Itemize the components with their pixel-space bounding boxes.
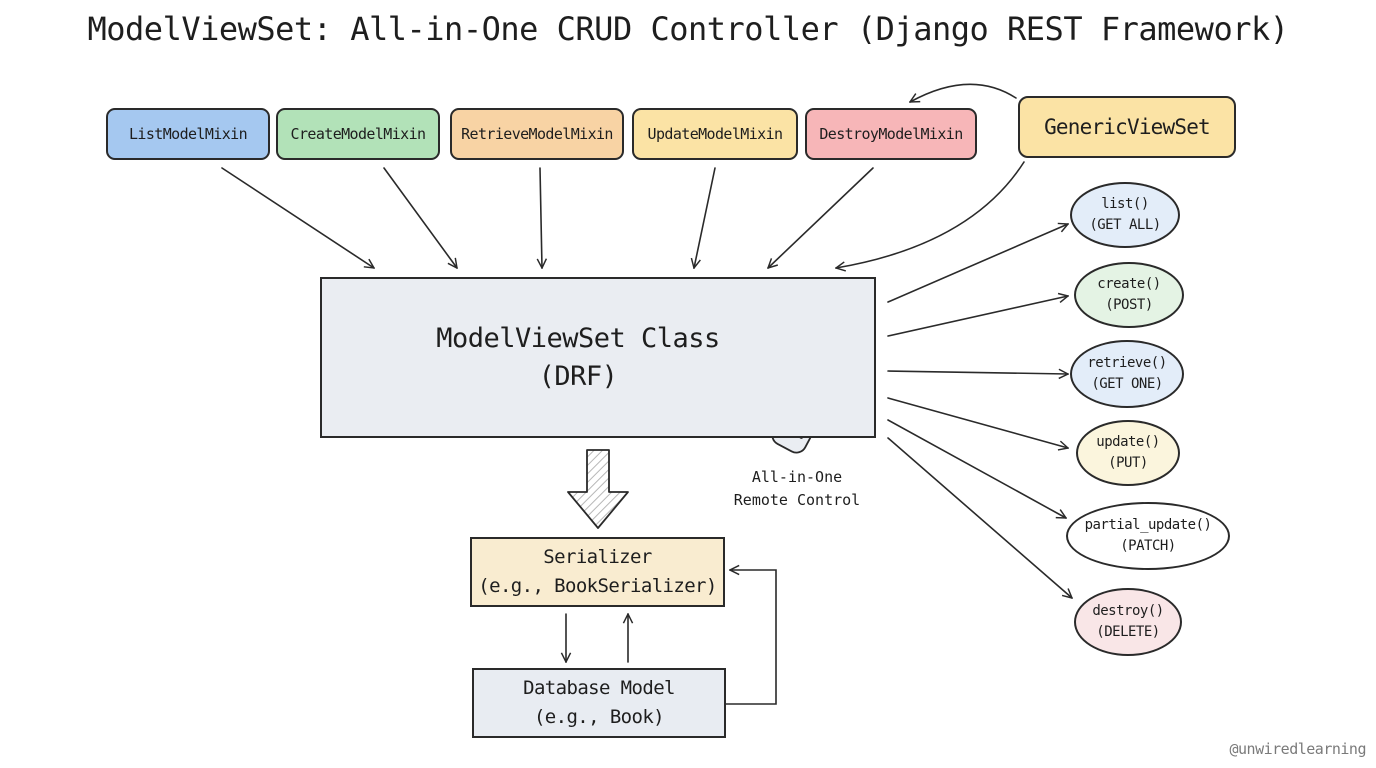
- arrow-to-retrieve: [887, 371, 1068, 374]
- arrow-genericviewset-to-viewset: [836, 161, 1025, 268]
- big-down-arrow: [567, 449, 629, 529]
- arrow-to-list: [887, 224, 1068, 303]
- modelviewset-class-subtitle: (DRF): [538, 360, 618, 392]
- arrow-create-mixin: [383, 167, 457, 268]
- generic-viewset-box: GenericViewSet: [1018, 96, 1236, 158]
- modelviewset-class-title: ModelViewSet Class: [436, 322, 720, 354]
- update-model-mixin-box: UpdateModelMixin: [632, 108, 798, 160]
- remote-control-caption: All-in-One Remote Control: [712, 466, 882, 512]
- method-destroy-name: destroy(): [1092, 603, 1164, 619]
- arrow-model-loop-to-serializer: [725, 570, 777, 705]
- method-partial-update: partial_update() (PATCH): [1066, 502, 1230, 570]
- method-create-name: create(): [1097, 276, 1161, 292]
- destroy-model-mixin-label: DestroyModelMixin: [819, 125, 963, 143]
- arrow-destroy-mixin: [768, 167, 874, 268]
- list-model-mixin-box: ListModelMixin: [106, 108, 270, 160]
- list-model-mixin-label: ListModelMixin: [128, 125, 248, 143]
- create-model-mixin-label: CreateModelMixin: [290, 125, 427, 143]
- destroy-model-mixin-box: DestroyModelMixin: [805, 108, 977, 160]
- arrow-to-partial-update: [887, 419, 1066, 519]
- page-title: ModelViewSet: All-in-One CRUD Controller…: [87, 10, 1290, 48]
- remote-caption-line1: All-in-One: [751, 468, 843, 486]
- method-partial-update-name: partial_update(): [1084, 517, 1212, 533]
- retrieve-model-mixin-label: RetrieveModelMixin: [461, 125, 613, 143]
- retrieve-model-mixin-box: RetrieveModelMixin: [450, 108, 624, 160]
- arrow-to-update: [887, 397, 1068, 448]
- method-update: update() (PUT): [1076, 420, 1180, 486]
- update-model-mixin-label: UpdateModelMixin: [647, 125, 784, 143]
- method-list-name: list(): [1101, 196, 1149, 212]
- serializer-box: Serializer (e.g., BookSerializer): [470, 537, 725, 607]
- watermark: @unwiredlearning: [1229, 740, 1367, 758]
- method-destroy-verb: (DELETE): [1096, 624, 1160, 640]
- method-update-name: update(): [1096, 434, 1160, 450]
- serializer-example: (e.g., BookSerializer): [478, 575, 717, 597]
- arrow-to-destroy: [887, 437, 1072, 598]
- arrow-to-create: [887, 296, 1068, 337]
- remote-caption-line2: Remote Control: [733, 491, 861, 509]
- serializer-title: Serializer: [543, 546, 652, 568]
- database-model-title: Database Model: [523, 677, 675, 699]
- arrow-retrieve-mixin: [540, 167, 542, 268]
- method-retrieve-name: retrieve(): [1087, 355, 1167, 371]
- method-destroy: destroy() (DELETE): [1074, 588, 1182, 656]
- method-partial-update-verb: (PATCH): [1120, 538, 1176, 554]
- method-list: list() (GET ALL): [1070, 182, 1180, 248]
- arrow-list-mixin: [221, 167, 374, 268]
- arrow-genericviewset-to-mixins: [910, 83, 1017, 103]
- method-update-verb: (PUT): [1108, 455, 1148, 471]
- method-retrieve-verb: (GET ONE): [1091, 376, 1163, 392]
- method-create: create() (POST): [1074, 262, 1184, 328]
- method-create-verb: (POST): [1105, 297, 1153, 313]
- create-model-mixin-box: CreateModelMixin: [276, 108, 440, 160]
- database-model-box: Database Model (e.g., Book): [472, 668, 726, 738]
- arrow-update-mixin: [694, 167, 716, 268]
- generic-viewset-label: GenericViewSet: [1044, 115, 1211, 139]
- method-list-verb: (GET ALL): [1089, 217, 1161, 233]
- database-model-example: (e.g., Book): [533, 706, 665, 728]
- method-retrieve: retrieve() (GET ONE): [1070, 340, 1184, 408]
- modelviewset-class-box: ModelViewSet Class (DRF): [320, 277, 876, 438]
